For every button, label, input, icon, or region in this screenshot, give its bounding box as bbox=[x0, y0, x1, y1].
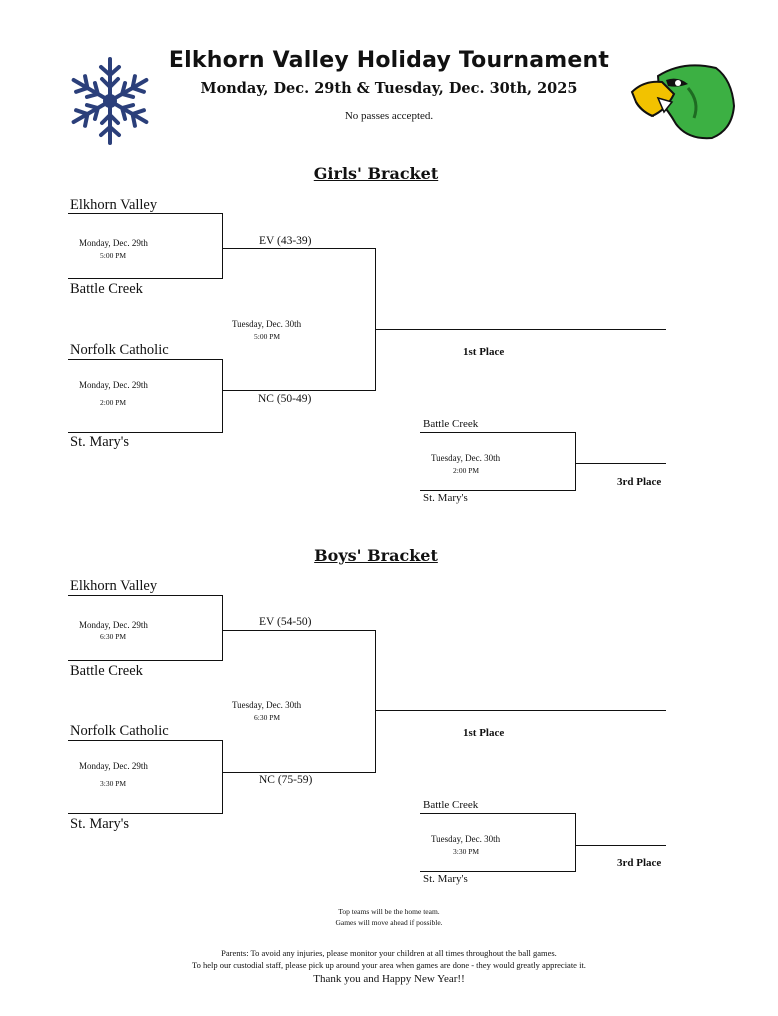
girls-consol-time: 2:00 PM bbox=[453, 466, 480, 475]
girls-third-place: 3rd Place bbox=[617, 476, 662, 488]
boys-team-3: Norfolk Catholic bbox=[70, 723, 169, 739]
boys-result-2: NC (75-59) bbox=[259, 774, 313, 786]
girls-team-3: Norfolk Catholic bbox=[70, 342, 169, 358]
boys-consol-team-1: Battle Creek bbox=[423, 799, 479, 811]
girls-game1-time: 5:00 PM bbox=[100, 251, 127, 260]
girls-consol-day: Tuesday, Dec. 30th bbox=[431, 453, 501, 463]
girls-game2-day: Monday, Dec. 29th bbox=[79, 380, 148, 390]
girls-first-place: 1st Place bbox=[463, 346, 505, 358]
boys-game2-time: 3:30 PM bbox=[100, 779, 127, 788]
footer-parents-note: Parents: To avoid any injuries, please m… bbox=[221, 948, 557, 958]
boys-team-2: Battle Creek bbox=[70, 663, 143, 679]
tournament-dates: Monday, Dec. 29th & Tuesday, Dec. 30th, … bbox=[200, 80, 578, 97]
girls-final-day: Tuesday, Dec. 30th bbox=[232, 319, 302, 329]
boys-final-time: 6:30 PM bbox=[254, 713, 281, 722]
girls-result-1: EV (43-39) bbox=[259, 235, 312, 247]
snowflake-icon bbox=[62, 56, 158, 146]
tournament-title: Elkhorn Valley Holiday Tournament bbox=[168, 48, 610, 73]
girls-team-2: Battle Creek bbox=[70, 281, 143, 297]
boys-game1-day: Monday, Dec. 29th bbox=[79, 620, 148, 630]
boys-team-1: Elkhorn Valley bbox=[70, 578, 158, 594]
girls-consol-team-1: Battle Creek bbox=[423, 418, 479, 430]
girls-game2-time: 2:00 PM bbox=[100, 398, 127, 407]
boys-third-place: 3rd Place bbox=[617, 857, 662, 869]
girls-final-time: 5:00 PM bbox=[254, 332, 281, 341]
girls-game1-day: Monday, Dec. 29th bbox=[79, 238, 148, 248]
footer-home-team-note: Top teams will be the home team. bbox=[338, 907, 440, 916]
boys-result-1: EV (54-50) bbox=[259, 616, 312, 628]
girls-team-1: Elkhorn Valley bbox=[70, 197, 158, 213]
girls-bracket-heading: Girls' Bracket bbox=[313, 164, 439, 183]
boys-game2-day: Monday, Dec. 29th bbox=[79, 761, 148, 771]
boys-game1-time: 6:30 PM bbox=[100, 632, 127, 641]
boys-final-day: Tuesday, Dec. 30th bbox=[232, 700, 302, 710]
girls-team-4: St. Mary's bbox=[70, 434, 130, 450]
girls-result-2: NC (50-49) bbox=[258, 393, 312, 405]
passes-note: No passes accepted. bbox=[344, 110, 434, 122]
boys-team-4: St. Mary's bbox=[70, 816, 130, 832]
girls-consol-team-2: St. Mary's bbox=[423, 492, 468, 504]
falcon-mascot-icon bbox=[628, 58, 738, 140]
footer-schedule-note: Games will move ahead if possible. bbox=[335, 918, 443, 927]
boys-first-place: 1st Place bbox=[463, 727, 505, 739]
boys-consol-time: 3:30 PM bbox=[453, 847, 480, 856]
footer-custodial-note: To help our custodial staff, please pick… bbox=[192, 960, 586, 970]
boys-consol-team-2: St. Mary's bbox=[423, 873, 468, 885]
boys-consol-day: Tuesday, Dec. 30th bbox=[431, 834, 501, 844]
boys-bracket-heading: Boys' Bracket bbox=[314, 546, 438, 565]
footer-thank-you: Thank you and Happy New Year!! bbox=[313, 973, 465, 985]
